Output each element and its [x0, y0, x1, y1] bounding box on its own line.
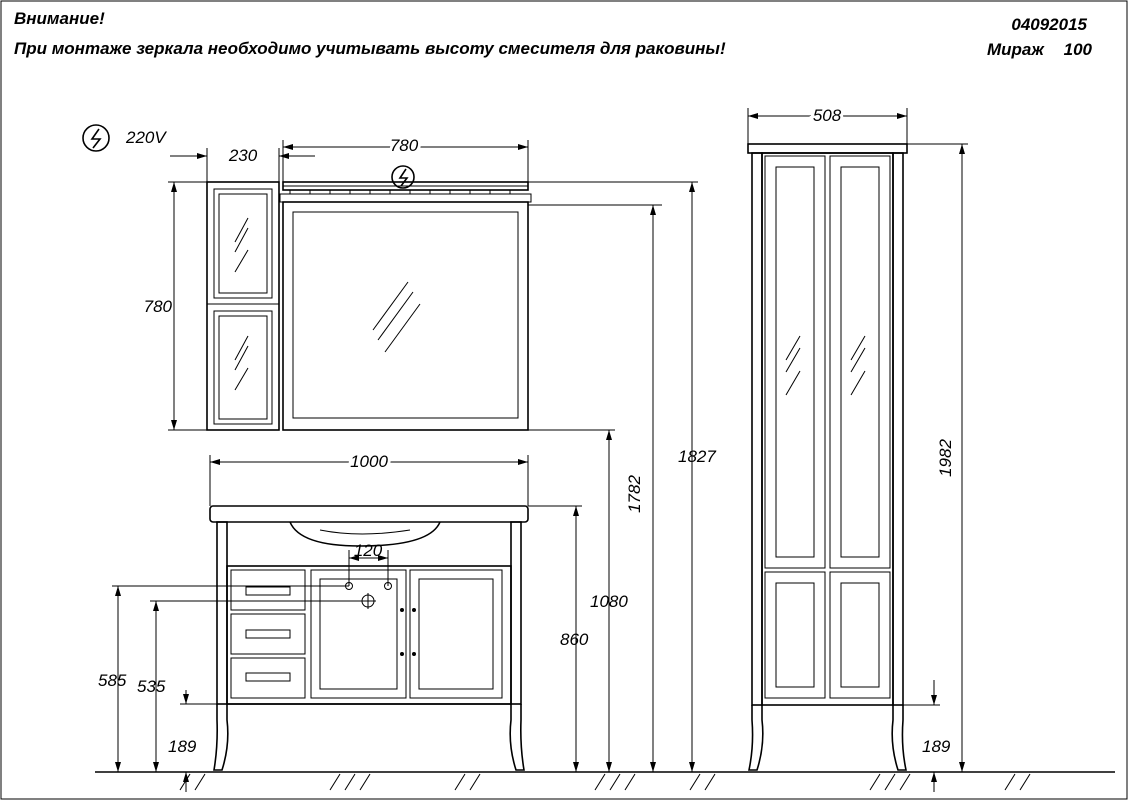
water-connection-icons: [345, 582, 392, 609]
svg-text:230: 230: [228, 146, 258, 165]
model-size: 100: [1064, 40, 1093, 59]
dim-column-height: 1982: [907, 143, 968, 772]
dim-mirror-height: 780: [144, 181, 207, 431]
doc-code: 04092015: [1011, 15, 1087, 34]
floor-line: [95, 771, 1115, 791]
warning-text: При монтаже зеркала необходимо учитывать…: [14, 39, 726, 58]
dim-leg-height-right: 189: [903, 680, 951, 792]
dim-vanity-width: 1000: [209, 449, 529, 506]
warning-title: Внимание!: [14, 9, 105, 28]
dim-water-inlet-height: 585: [98, 585, 349, 772]
svg-text:189: 189: [168, 737, 197, 756]
tall-column: [747, 143, 908, 771]
svg-text:860: 860: [560, 630, 589, 649]
dim-column-width: 508: [747, 103, 908, 144]
svg-text:585: 585: [98, 671, 127, 690]
svg-text:1982: 1982: [936, 439, 955, 477]
dim-basin-height: 860: [528, 505, 589, 772]
svg-text:535: 535: [137, 677, 166, 696]
dim-cabinet-width: 230: [170, 146, 315, 182]
vanity: [209, 505, 529, 771]
power-label: 220V: [125, 128, 167, 147]
side-cabinet: [206, 181, 280, 431]
svg-text:1827: 1827: [678, 447, 716, 466]
dim-drain-height: 535: [137, 600, 368, 772]
svg-text:1000: 1000: [350, 452, 388, 471]
svg-text:508: 508: [813, 106, 842, 125]
dim-mirror-top-height: 1827: [528, 181, 716, 772]
svg-text:1782: 1782: [625, 475, 644, 513]
mirror: [279, 181, 532, 431]
dim-mirror-width: 780: [282, 133, 529, 182]
svg-text:780: 780: [144, 297, 173, 316]
svg-text:120: 120: [354, 541, 383, 560]
svg-text:780: 780: [390, 136, 419, 155]
power-symbol-icon: [82, 124, 110, 152]
model-name: Мираж: [987, 40, 1045, 59]
dim-vanity-height: 1080: [528, 429, 628, 772]
svg-text:1080: 1080: [590, 592, 628, 611]
dim-leg-height-left: 189: [168, 690, 217, 792]
dim-faucet-spacing: 120: [348, 541, 389, 586]
svg-text:189: 189: [922, 737, 951, 756]
mirror-light-icon: [391, 165, 415, 189]
dim-mirror-bottom-height: 1782: [528, 204, 662, 772]
